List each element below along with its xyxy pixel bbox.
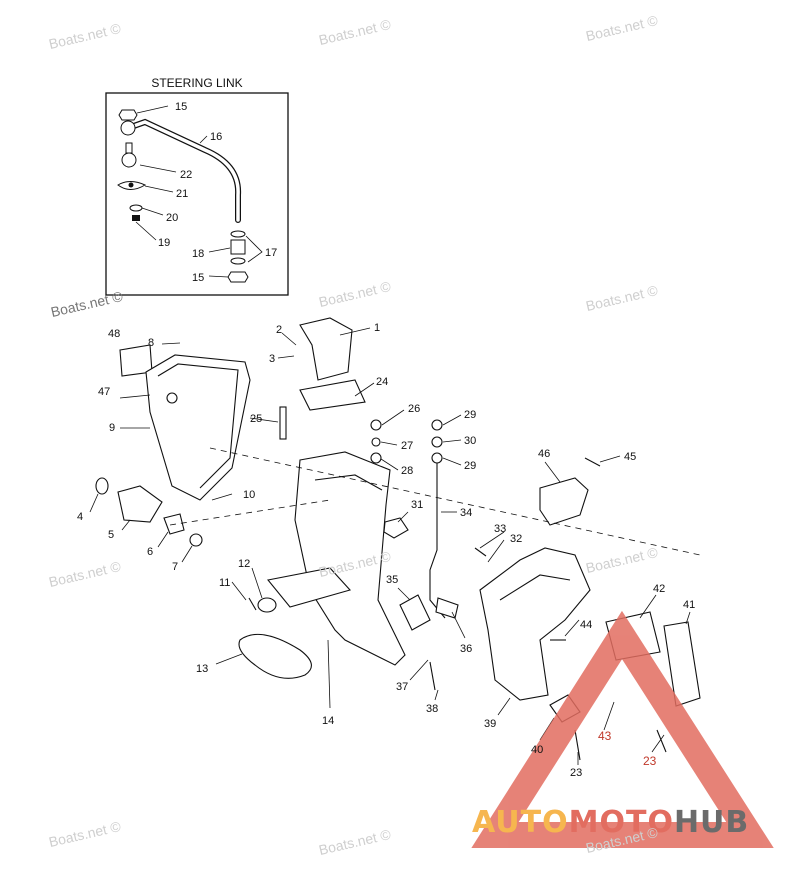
callout-44: 44	[580, 619, 592, 631]
automotohub-wordmark: AUTOMOTOHUB	[472, 805, 749, 840]
callout-32: 32	[510, 533, 522, 545]
logo-moto: MOTO	[569, 805, 674, 840]
parts-drawing	[95, 317, 701, 761]
callout-9: 9	[109, 422, 115, 434]
callout-29a: 29	[464, 409, 476, 421]
callout-19: 19	[158, 237, 170, 249]
callout-1: 1	[374, 322, 380, 334]
callout-23a: 23	[570, 767, 582, 779]
callout-10: 10	[243, 489, 255, 501]
steering-link-inset: STEERING LINK	[105, 76, 289, 296]
callout-11: 11	[219, 577, 230, 589]
logo-hub: HUB	[674, 805, 749, 840]
callout-18: 18	[192, 248, 204, 260]
callout-40: 40	[531, 744, 543, 756]
automotohub-triangle-logo	[471, 610, 774, 848]
callout-16: 16	[210, 131, 222, 143]
callout-2: 2	[276, 324, 282, 336]
callout-3: 3	[269, 353, 275, 365]
callout-13: 13	[196, 663, 208, 675]
callout-21: 21	[176, 188, 188, 200]
callout-46: 46	[538, 448, 550, 460]
inset-title: STEERING LINK	[151, 76, 242, 90]
callout-24: 24	[376, 376, 388, 388]
callout-27: 27	[401, 440, 413, 452]
callout-20: 20	[166, 212, 178, 224]
callout-5: 5	[108, 529, 114, 541]
callout-36: 36	[460, 643, 472, 655]
callout-41: 41	[683, 599, 695, 611]
callout-47: 47	[98, 386, 110, 398]
callout-14: 14	[322, 715, 334, 727]
callout-29b: 29	[464, 460, 476, 472]
callout-31: 31	[411, 499, 423, 511]
callout-7: 7	[172, 561, 178, 573]
callout-numbers: 15 16 22 21 20 19 18 17 15 1 2 3 24 25 2…	[77, 101, 695, 779]
callout-6: 6	[147, 546, 153, 558]
callout-8: 8	[148, 337, 154, 349]
callout-38: 38	[426, 703, 438, 715]
callout-4: 4	[77, 511, 83, 523]
callout-26: 26	[408, 403, 420, 415]
callout-12: 12	[238, 558, 250, 570]
callout-48: 48	[108, 328, 120, 340]
callout-45: 45	[624, 451, 636, 463]
callout-28: 28	[401, 465, 413, 477]
callout-15b: 15	[192, 272, 204, 284]
callout-43: 43	[598, 729, 612, 743]
callout-37: 37	[396, 681, 408, 693]
callout-25: 25	[250, 413, 262, 425]
callout-39: 39	[484, 718, 496, 730]
callout-42: 42	[653, 583, 665, 595]
callout-15a: 15	[175, 101, 187, 113]
svg-text:AUTOMOTOHUB: AUTOMOTOHUB	[472, 805, 749, 840]
callout-22: 22	[180, 169, 192, 181]
callout-33: 33	[494, 523, 506, 535]
callout-17: 17	[265, 247, 277, 259]
callout-34: 34	[460, 507, 472, 519]
callout-23b: 23	[643, 754, 657, 768]
callout-35: 35	[386, 574, 398, 586]
callout-30: 30	[464, 435, 476, 447]
logo-auto: AUTO	[472, 805, 569, 840]
callout-leaders	[89, 327, 691, 765]
